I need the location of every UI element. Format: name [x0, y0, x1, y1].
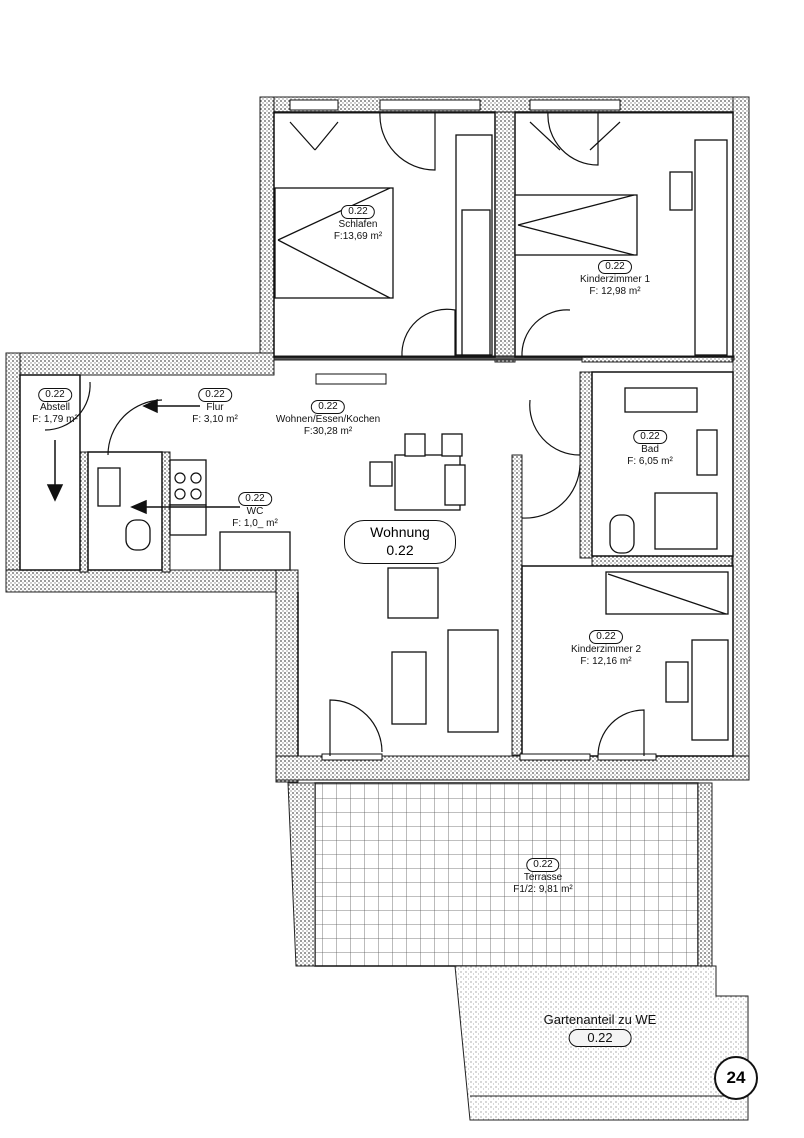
garden-name: Gartenanteil zu WE — [543, 1012, 657, 1027]
room-id-tag: 0.22 — [633, 430, 667, 444]
room-abstell: 0.22 Abstell F: 1,79 m² — [32, 388, 78, 426]
room-terrasse: 0.22 Terrasse F1/2: 9,81 m² — [513, 858, 573, 896]
room-bad: 0.22 Bad F: 6,05 m² — [627, 430, 673, 468]
room-id-tag: 0.22 — [526, 858, 560, 872]
room-id-tag: 0.22 — [238, 492, 272, 506]
room-name: Flur — [206, 402, 224, 413]
room-id-tag: 0.22 — [598, 260, 632, 274]
room-kinderzimmer-1: 0.22 Kinderzimmer 1 F: 12,98 m² — [580, 260, 650, 298]
room-area: F:30,28 m² — [303, 426, 353, 437]
room-area: F: 1,79 m² — [32, 414, 78, 425]
room-id-tag: 0.22 — [341, 205, 375, 219]
room-wohnen: 0.22 Wohnen/Essen/Kochen F:30,28 m² — [276, 400, 380, 438]
apartment-name: Wohnung — [370, 524, 430, 540]
room-kinderzimmer-2: 0.22 Kinderzimmer 2 F: 12,16 m² — [571, 630, 641, 668]
furniture — [97, 134, 729, 741]
garden-id: 0.22 — [568, 1029, 632, 1047]
room-name: Kinderzimmer 2 — [570, 644, 642, 655]
room-name: Abstell — [39, 402, 71, 413]
apartment-label: Wohnung 0.22 — [344, 520, 456, 564]
room-id-tag: 0.22 — [198, 388, 232, 402]
room-name: Terrasse — [523, 872, 563, 883]
room-name: Kinderzimmer 1 — [579, 274, 651, 285]
room-name: WC — [246, 506, 264, 517]
room-schlafen: 0.22 Schlafen F:13,69 m² — [334, 205, 382, 243]
room-id-tag: 0.22 — [311, 400, 345, 414]
room-area: F: 3,10 m² — [192, 414, 238, 425]
terrace — [314, 782, 699, 967]
room-name: Bad — [641, 444, 659, 455]
room-area: F1/2: 9,81 m² — [513, 884, 573, 895]
windows — [289, 99, 657, 761]
room-flur: 0.22 Flur F: 3,10 m² — [192, 388, 238, 426]
terrace-border — [287, 782, 316, 967]
room-id-tag: 0.22 — [38, 388, 72, 402]
apartment-id: 0.22 — [386, 542, 414, 558]
room-area: F: 12,16 m² — [580, 656, 632, 667]
arrows — [46, 398, 240, 515]
doors — [44, 111, 645, 757]
garden-label: Gartenanteil zu WE 0.22 — [543, 1012, 657, 1047]
room-area: F: 1,0_ m² — [232, 518, 278, 529]
room-name: Wohnen/Essen/Kochen — [275, 414, 381, 425]
room-area: F: 6,05 m² — [627, 456, 673, 467]
walls — [5, 96, 750, 783]
room-area: F:13,69 m² — [333, 231, 383, 242]
room-name: Schlafen — [338, 219, 378, 230]
room-wc: 0.22 WC F: 1,0_ m² — [232, 492, 278, 530]
hob — [174, 472, 202, 500]
plan-number: 24 — [714, 1056, 758, 1100]
room-id-tag: 0.22 — [589, 630, 623, 644]
room-area: F: 12,98 m² — [589, 286, 641, 297]
terrace-border-right — [697, 782, 713, 967]
